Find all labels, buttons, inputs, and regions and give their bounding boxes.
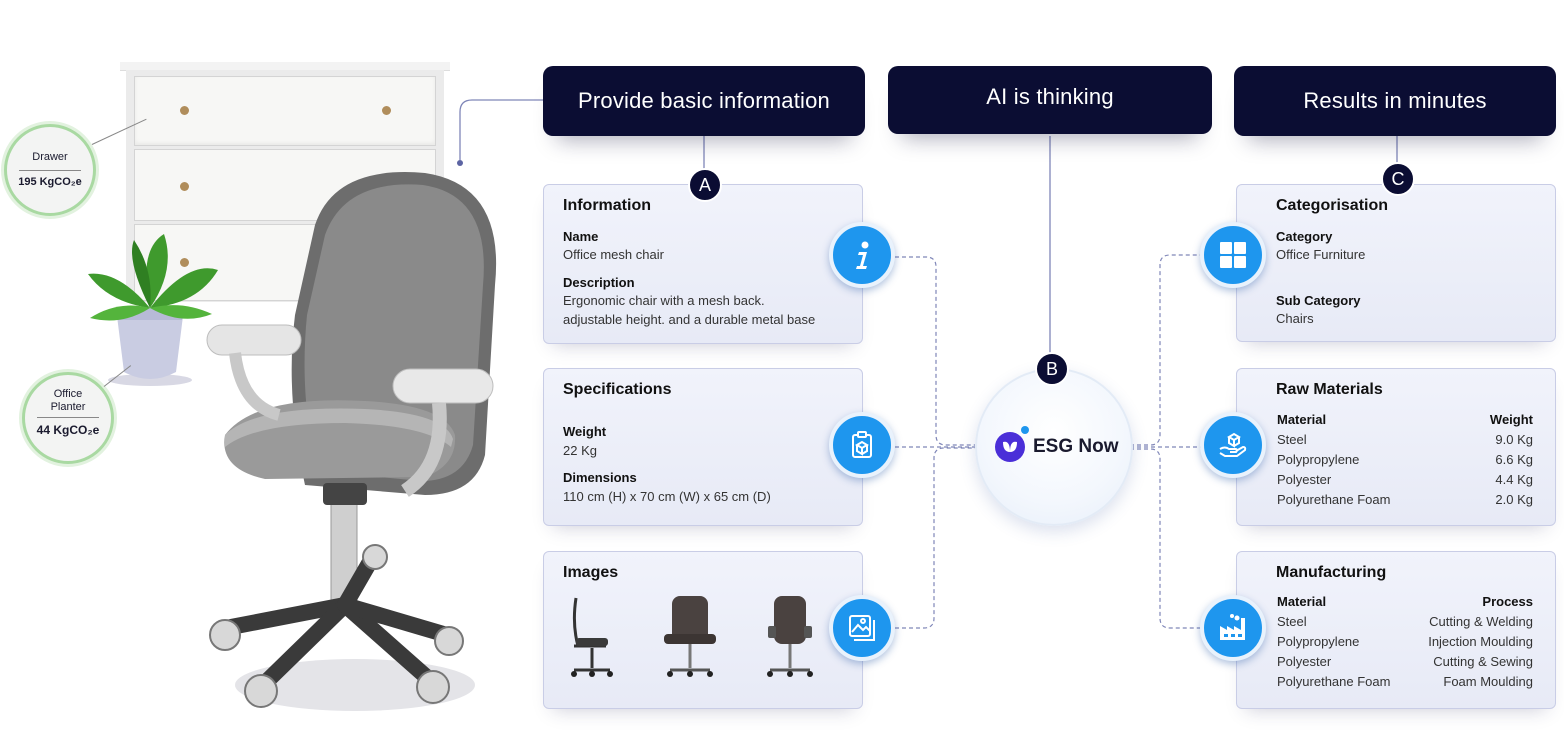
table-row: Steel Cutting & Welding <box>1277 614 1533 629</box>
drawer-badge: Drawer 195 KgCO₂e <box>4 124 96 216</box>
info-icon <box>829 222 895 288</box>
drawer-badge-label: Drawer <box>32 151 68 163</box>
information-card: Information Name Office mesh chair Descr… <box>543 184 863 344</box>
ai-thinking-header: AI is thinking <box>888 66 1212 134</box>
table-row: Steel 9.0 Kg <box>1277 432 1533 447</box>
material-name: Polypropylene <box>1277 452 1360 467</box>
description-line-2: adjustable height. and a durable metal b… <box>563 312 816 327</box>
material-name: Polyester <box>1277 472 1332 487</box>
material-name: Polyester <box>1277 654 1332 669</box>
raw-materials-title: Raw Materials <box>1276 381 1383 398</box>
description-label: Description <box>563 275 635 290</box>
specifications-title: Specifications <box>563 381 672 398</box>
material-weight: 2.0 Kg <box>1495 492 1533 507</box>
marker-b: B <box>1035 352 1069 386</box>
material-name: Steel <box>1277 614 1307 629</box>
material-weight: 9.0 Kg <box>1495 432 1533 447</box>
raw-materials-card: Raw Materials Material Weight Steel 9.0 K… <box>1236 368 1556 526</box>
planter-badge-label: Office Planter <box>50 388 86 413</box>
subcategory-value: Chairs <box>1276 311 1314 326</box>
drawer-badge-value: 195 KgCO₂e <box>18 176 82 188</box>
weight-label: Weight <box>563 424 607 439</box>
material-process: Injection Moulding <box>1428 634 1533 649</box>
table-row: Polyurethane Foam Foam Moulding <box>1277 674 1533 689</box>
marker-c: C <box>1381 162 1415 196</box>
hand-box-icon <box>1200 412 1266 478</box>
raw-materials-header-row: Material Weight <box>1277 412 1533 427</box>
chair-thumbnail-front <box>664 596 716 677</box>
material-process: Cutting & Sewing <box>1433 654 1533 669</box>
esg-now-logo <box>995 426 1029 462</box>
provide-info-header: Provide basic information <box>543 66 865 136</box>
material-name: Polyurethane Foam <box>1277 674 1391 689</box>
ai-thinking-title: AI is thinking <box>986 84 1114 109</box>
images-card: Images <box>543 551 863 709</box>
table-row: Polyester 4.4 Kg <box>1277 472 1533 487</box>
table-row: Polyurethane Foam 2.0 Kg <box>1277 492 1533 507</box>
grid-icon <box>1200 222 1266 288</box>
marker-a: A <box>688 168 722 202</box>
description-line-1: Ergonomic chair with a mesh back. <box>563 293 765 308</box>
name-label: Name <box>563 229 599 244</box>
material-name: Polypropylene <box>1277 634 1360 649</box>
material-weight: 6.6 Kg <box>1495 452 1533 467</box>
specifications-card: Specifications Weight 22 Kg Dimensions 1… <box>543 368 863 526</box>
provide-info-title: Provide basic information <box>577 88 830 113</box>
categorisation-title: Categorisation <box>1276 197 1389 214</box>
planter-badge: Office Planter 44 KgCO₂e <box>22 372 114 464</box>
office-chair-illustration <box>206 172 497 711</box>
material-process: Foam Moulding <box>1443 674 1533 689</box>
raw-materials-col-weight: Weight <box>1489 412 1533 427</box>
chair-thumbnail-side <box>571 597 613 677</box>
factory-icon <box>1200 595 1266 661</box>
plant-illustration <box>88 234 218 386</box>
manufacturing-col-material: Material <box>1277 594 1327 609</box>
category-label: Category <box>1276 229 1333 244</box>
manufacturing-title: Manufacturing <box>1276 564 1387 581</box>
manufacturing-col-process: Process <box>1482 594 1533 609</box>
image-gallery-icon <box>829 595 895 661</box>
table-row: Polypropylene 6.6 Kg <box>1277 452 1533 467</box>
weight-value: 22 Kg <box>563 443 597 458</box>
chair-thumbnail-back <box>767 596 813 677</box>
dimensions-label: Dimensions <box>563 470 637 485</box>
table-row: Polypropylene Injection Moulding <box>1277 634 1533 649</box>
esg-now-node: ESG Now <box>975 368 1133 526</box>
material-name: Steel <box>1277 432 1307 447</box>
material-weight: 4.4 Kg <box>1495 472 1533 487</box>
table-row: Polyester Cutting & Sewing <box>1277 654 1533 669</box>
subcategory-label: Sub Category <box>1276 293 1361 308</box>
images-title: Images <box>563 564 619 581</box>
results-title: Results in minutes <box>1303 88 1487 113</box>
material-process: Cutting & Welding <box>1429 614 1533 629</box>
esg-now-label: ESG Now <box>1033 436 1119 457</box>
name-value: Office mesh chair <box>563 247 664 262</box>
planter-badge-value: 44 KgCO₂e <box>36 423 100 437</box>
information-title: Information <box>563 197 651 214</box>
results-header: Results in minutes <box>1234 66 1556 136</box>
clipboard-box-icon <box>829 412 895 478</box>
categorisation-card: Categorisation Category Office Furniture… <box>1236 184 1556 342</box>
category-value: Office Furniture <box>1276 247 1366 262</box>
manufacturing-header-row: Material Process <box>1277 594 1533 609</box>
material-name: Polyurethane Foam <box>1277 492 1391 507</box>
dimensions-value: 110 cm (H) x 70 cm (W) x 65 cm (D) <box>563 489 771 504</box>
raw-materials-col-material: Material <box>1277 412 1327 427</box>
